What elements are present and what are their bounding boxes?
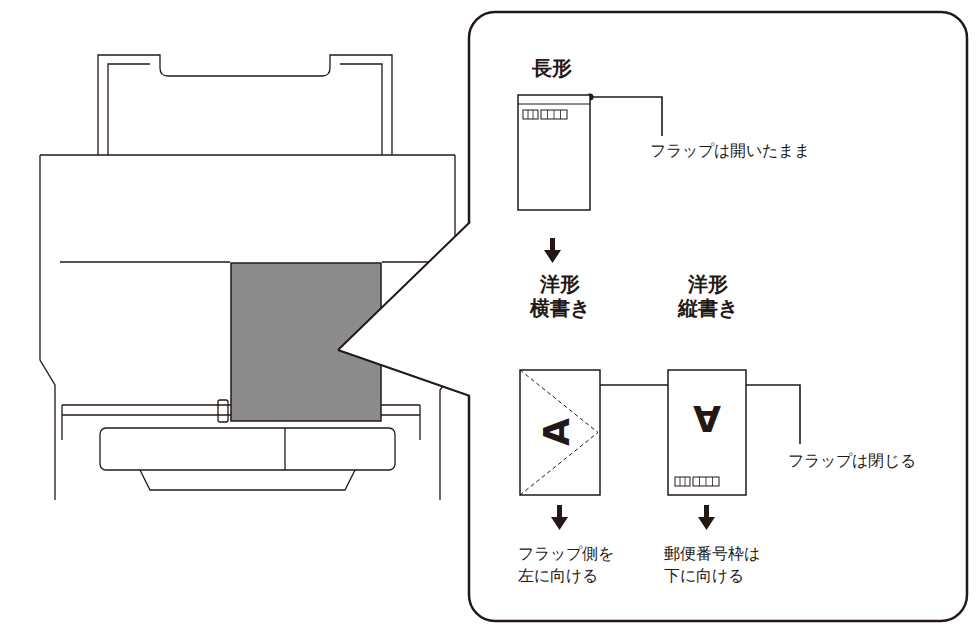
envelope-letter: A [537, 412, 577, 452]
orientation-note: 郵便番号枠は 下に向ける [664, 543, 768, 587]
postal-divider [680, 477, 681, 486]
postal-divider [699, 477, 700, 486]
envelope-body [520, 370, 600, 495]
leader-line [590, 97, 662, 136]
postal-divider [533, 110, 534, 119]
arrow-shaft [550, 238, 555, 251]
tray-seam [284, 428, 285, 470]
envelope-node: 長形 [510, 56, 594, 210]
arrow-shaft [704, 505, 709, 518]
callout-pointer [338, 222, 470, 396]
envelope-body [668, 370, 746, 495]
postal-divider [685, 477, 686, 486]
output-tray [140, 470, 355, 490]
closed-flap-fold [520, 370, 598, 495]
postal-divider [528, 110, 529, 119]
flap-note: フラップは閉じる [788, 450, 916, 472]
arrow-head [544, 250, 561, 263]
flap-note: フラップは開いたまま [650, 140, 810, 162]
arrow-shaft [557, 505, 562, 518]
orientation-note: フラップ側を 左に向ける [518, 543, 622, 587]
envelope-heading: 長形 [522, 56, 582, 80]
envelope-body [518, 95, 590, 210]
postal-box [523, 110, 538, 119]
paper-support-inner [108, 64, 382, 155]
postal-divider [712, 477, 713, 486]
edge-guide [218, 400, 228, 422]
postal-box [541, 110, 567, 119]
callout-pointer-fill [338, 221, 472, 397]
callout-frame [469, 12, 967, 621]
envelope-heading: 洋形 横書き [528, 272, 592, 320]
postal-divider [706, 477, 707, 486]
front-tray [100, 428, 395, 470]
paper-support [98, 55, 392, 155]
envelope-heading: 洋形 縦書き [676, 272, 740, 320]
postal-box [693, 477, 719, 486]
envelope-node: 洋形 横書き A [512, 272, 608, 495]
postal-divider [554, 110, 555, 119]
postal-divider [547, 110, 548, 119]
postal-box [675, 477, 690, 486]
postal-divider [560, 110, 561, 119]
open-flap-fold [518, 104, 590, 105]
envelope-node: 洋形 縦書き A [660, 272, 756, 495]
arrow-head [698, 517, 715, 530]
envelope-letter: A [687, 398, 727, 438]
arrow-head [551, 517, 568, 530]
